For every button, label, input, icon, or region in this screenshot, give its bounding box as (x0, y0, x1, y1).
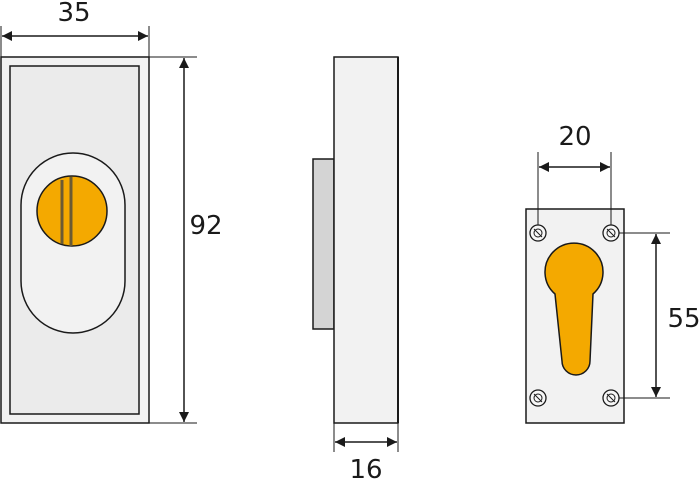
back-spacing-label: 20 (558, 122, 591, 152)
side-view (312, 56, 399, 424)
dimension-back-spacing: 20 (537, 122, 612, 225)
screw-icon (602, 389, 620, 407)
dimension-front-height: 92 (149, 56, 223, 424)
side-depth-label: 16 (349, 455, 382, 482)
back-view (525, 208, 625, 424)
cylinder-icon (36, 175, 108, 247)
back-height-label: 55 (667, 304, 700, 334)
front-width-label: 35 (57, 0, 90, 28)
front-view (0, 56, 150, 424)
side-collar (312, 158, 335, 330)
side-plate (333, 56, 399, 424)
dimension-back-height: 55 (619, 232, 700, 399)
dimension-side-depth: 16 (333, 423, 399, 482)
screw-icon (529, 224, 547, 242)
screw-icon (529, 389, 547, 407)
screw-icon (602, 224, 620, 242)
dimension-front-width: 35 (0, 0, 150, 57)
profile-cylinder-icon (544, 242, 604, 376)
front-height-label: 92 (189, 211, 222, 241)
